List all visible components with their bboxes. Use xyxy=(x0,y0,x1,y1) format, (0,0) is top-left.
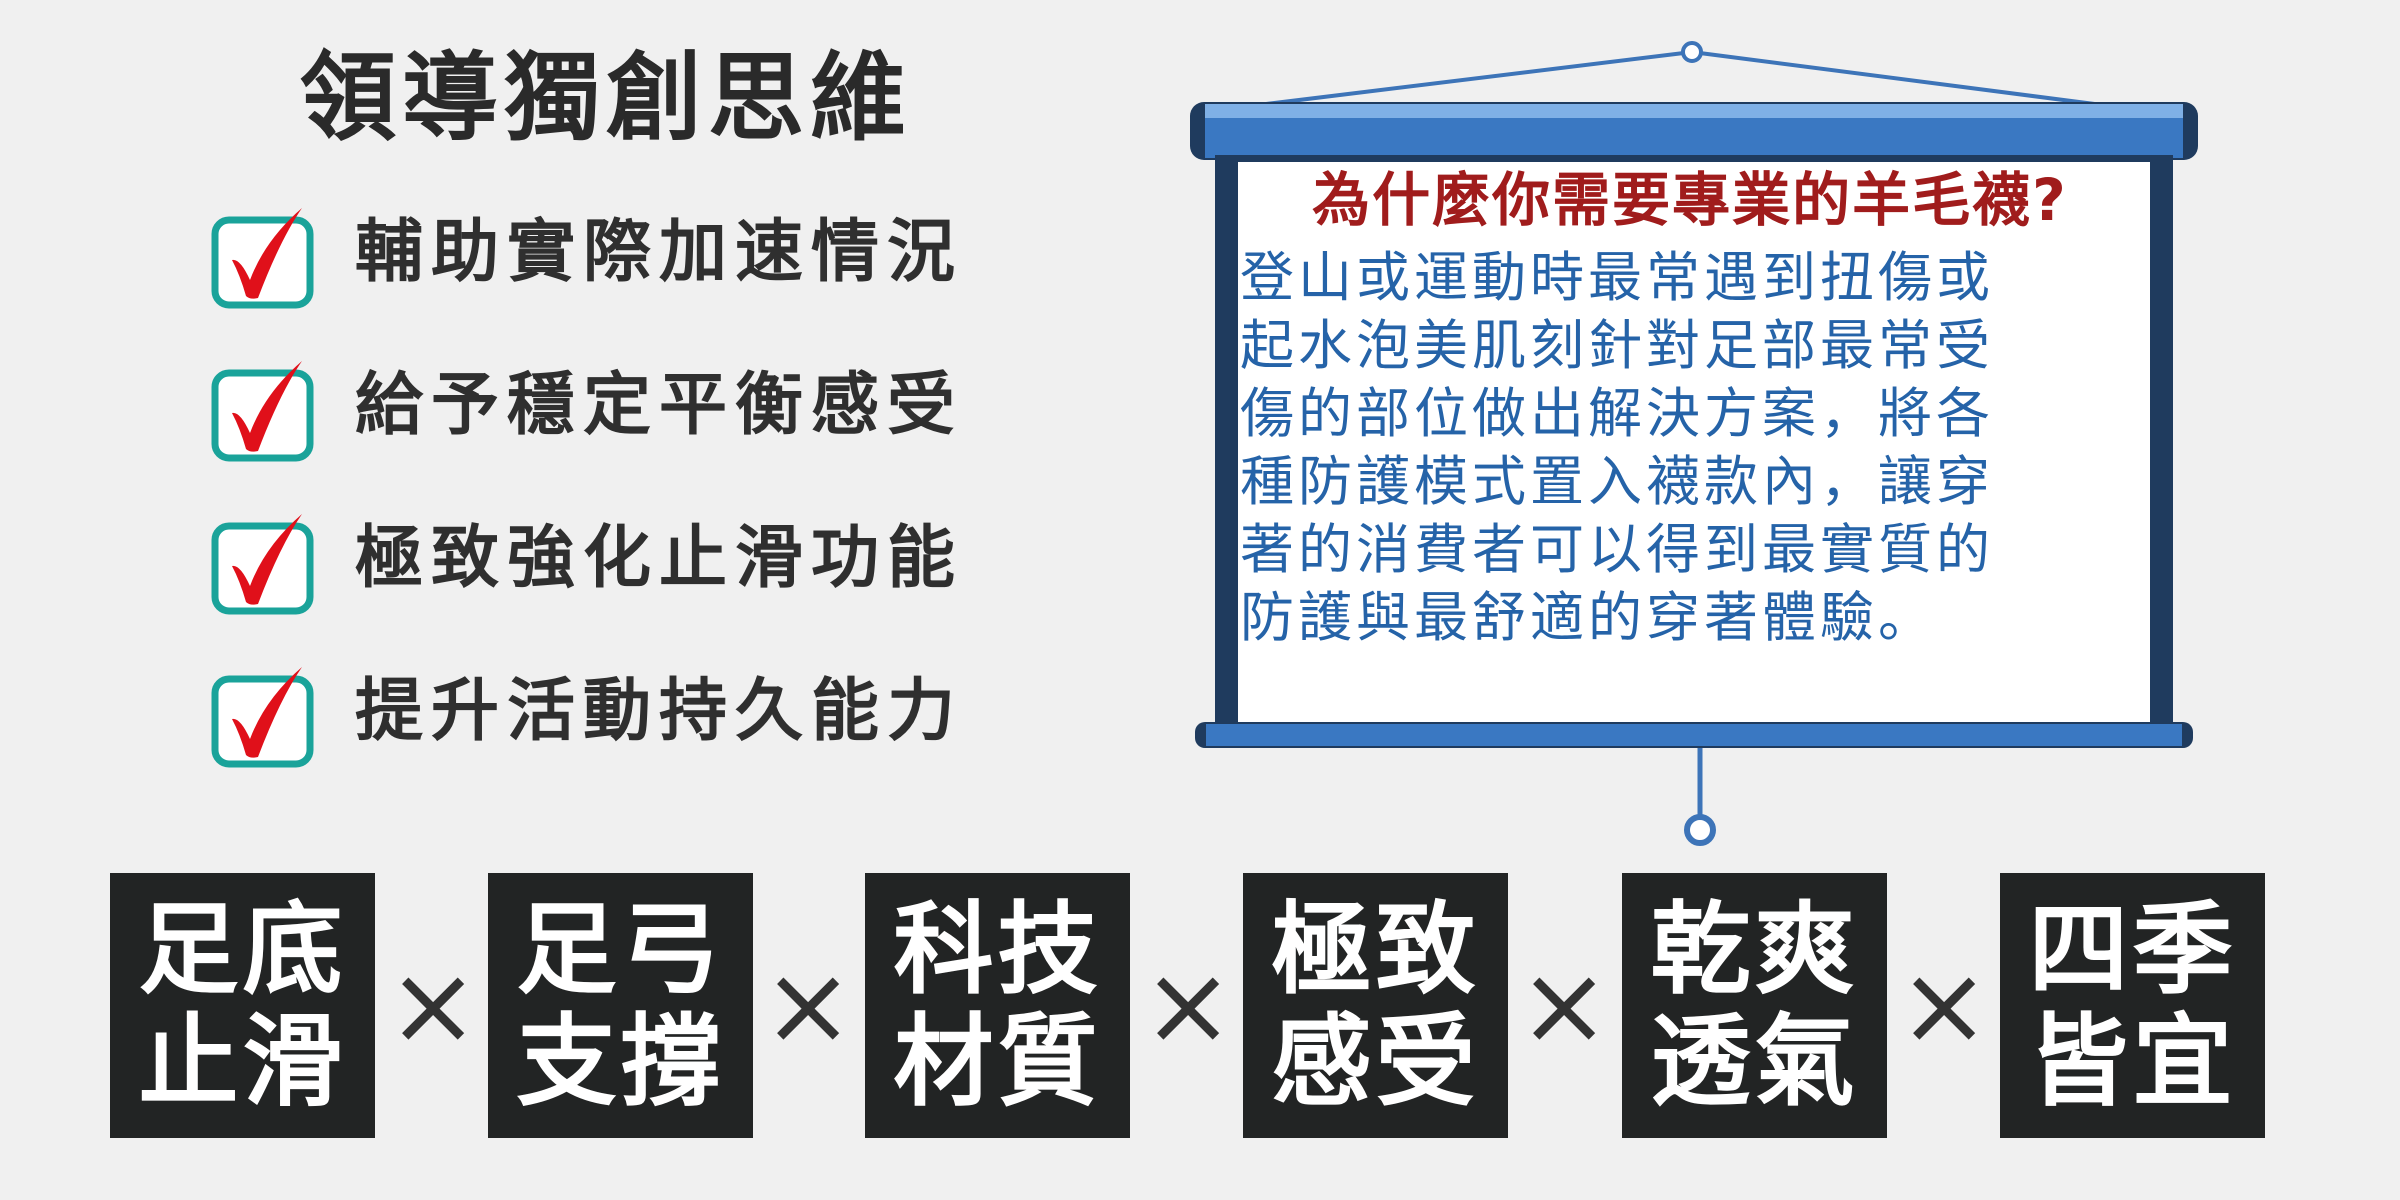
feature-line: 四季 xyxy=(2028,890,2237,1008)
checklist-label: 給予穩定平衡感受 xyxy=(355,366,964,445)
hanger-ring xyxy=(1681,41,1703,63)
checklist-item: 給予穩定平衡感受 xyxy=(210,333,1010,463)
screen-body-line: 著的消費者可以得到最實質的 xyxy=(1240,518,1994,581)
feature-line: 皆宜 xyxy=(2028,1002,2237,1120)
screen-surface xyxy=(1238,162,2150,728)
feature-tile: 足弓 支撐 xyxy=(488,873,753,1138)
screen-body-line: 起水泡美肌刻針對足部最常受 xyxy=(1240,314,1994,377)
feature-line: 止滑 xyxy=(138,1002,347,1120)
feature-tile: 乾爽 透氣 xyxy=(1622,873,1887,1138)
checklist-item: 輔助實際加速情況 xyxy=(210,180,1010,310)
check-icon xyxy=(211,667,314,768)
checklist-label: 輔助實際加速情況 xyxy=(355,213,964,292)
times-icon: × xyxy=(1518,941,1611,1069)
times-icon: × xyxy=(1898,941,1991,1069)
feature-line: 足弓 xyxy=(516,890,725,1008)
feature-tile: 四季 皆宜 xyxy=(2000,873,2265,1138)
screen-title: 為什麼你需要專業的羊毛襪? xyxy=(1312,166,2068,234)
page-title: 領導獨創思維 xyxy=(300,42,912,154)
check-icon xyxy=(211,361,314,462)
checklist-label: 提升活動持久能力 xyxy=(355,672,964,751)
checklist-label: 極致強化止滑功能 xyxy=(355,519,964,598)
feature-line: 極致 xyxy=(1271,890,1480,1008)
times-icon: × xyxy=(762,941,855,1069)
times-icon: × xyxy=(387,941,480,1069)
hanging-string xyxy=(1249,50,1693,108)
feature-line: 支撐 xyxy=(516,1002,725,1120)
feature-line: 乾爽 xyxy=(1650,890,1859,1008)
screen-body-line: 傷的部位做出解決方案，將各 xyxy=(1240,382,1994,445)
screen-body-line: 登山或運動時最常遇到扭傷或 xyxy=(1240,246,1994,309)
check-icon xyxy=(211,514,314,615)
screen-body: 登山或運動時最常遇到扭傷或 起水泡美肌刻針對足部最常受 傷的部位做出解決方案，將… xyxy=(1240,244,2140,652)
checklist-item: 提升活動持久能力 xyxy=(210,639,1010,769)
feature-tile: 極致 感受 xyxy=(1243,873,1508,1138)
feature-line: 感受 xyxy=(1271,1002,1480,1120)
pull-ring xyxy=(1684,814,1716,846)
feature-line: 科技 xyxy=(893,890,1102,1008)
screen-body-line: 防護與最舒適的穿著體驗。 xyxy=(1240,586,1936,649)
check-icon xyxy=(211,208,314,309)
feature-tile: 足底 止滑 xyxy=(110,873,375,1138)
feature-tile: 科技 材質 xyxy=(865,873,1130,1138)
bottom-bar xyxy=(1206,724,2182,746)
screen-body-line: 種防護模式置入襪款內，讓穿 xyxy=(1240,450,1994,513)
checklist-item: 極致強化止滑功能 xyxy=(210,486,1010,616)
hanging-string xyxy=(1691,50,2111,108)
times-icon: × xyxy=(1142,941,1235,1069)
feature-line: 透氣 xyxy=(1650,1002,1859,1120)
screen-text-area: 為什麼你需要專業的羊毛襪? 登山或運動時最常遇到扭傷或 起水泡美肌刻針對足部最常… xyxy=(1240,160,2140,715)
feature-line: 足底 xyxy=(138,890,347,1008)
feature-line: 材質 xyxy=(893,1002,1102,1120)
